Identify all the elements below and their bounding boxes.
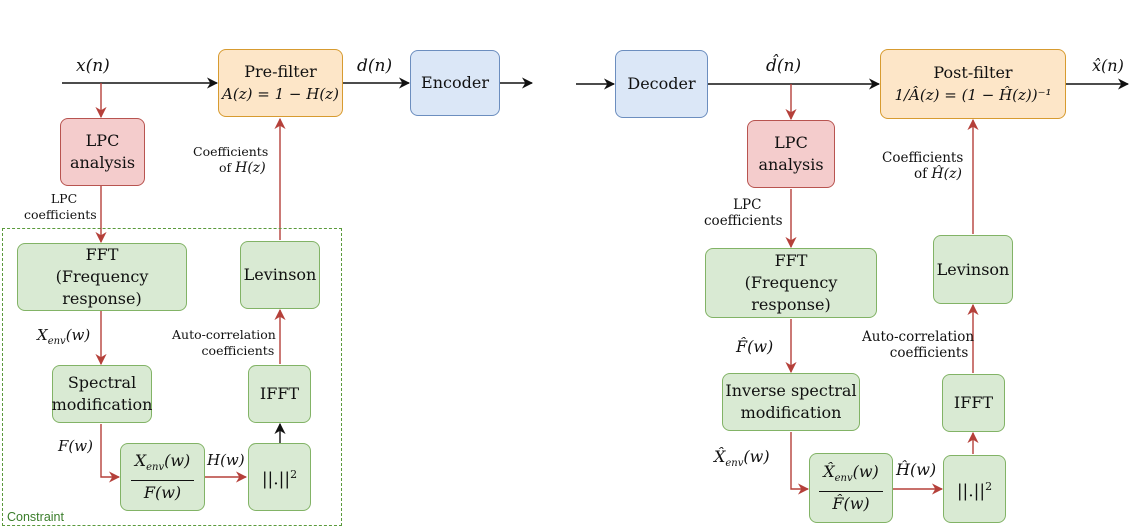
ratio-fraction-right: X̂env(w) F̂(w) bbox=[819, 462, 883, 514]
ifft-block: IFFT bbox=[248, 365, 311, 423]
hw-label: H(w) bbox=[207, 451, 245, 469]
lpc-analysis-line2: analysis bbox=[69, 153, 136, 172]
postfilter-title: Post-filter bbox=[933, 63, 1013, 82]
levinson-right-title: Levinson bbox=[936, 259, 1010, 279]
lpc-analysis-line1: LPC bbox=[85, 131, 120, 150]
arrow-spectral-to-ratio bbox=[100, 424, 121, 483]
lpc-analysis-block-right: LPC analysis bbox=[747, 120, 835, 188]
encoded-signal-label: d(n) bbox=[357, 56, 393, 76]
ratio-fraction: Xenv(w) F(w) bbox=[130, 451, 195, 503]
xenvhat-label: X̂env(w) bbox=[714, 447, 770, 470]
ratio-right-numerator: X̂env(w) bbox=[819, 462, 883, 493]
output-signal-label: x̂(n) bbox=[1092, 56, 1124, 75]
fft-block-right: FFT (Frequency response) bbox=[705, 248, 877, 318]
ratio-right-denominator: F̂(w) bbox=[832, 494, 870, 514]
arrow-inverse-to-ratio bbox=[790, 432, 810, 495]
postfilter-equation: 1/Â(z) = (1 − Ĥ(z))⁻¹ bbox=[894, 86, 1052, 104]
coefficients-of-h-label: Coefficients of H(z) bbox=[193, 144, 269, 176]
levinson-title: Levinson bbox=[243, 265, 317, 284]
ratio-block-right: X̂env(w) F̂(w) bbox=[809, 453, 893, 523]
norm-squared-right-text: ||.||2 bbox=[956, 479, 993, 502]
inverse-line2: modification bbox=[740, 403, 842, 422]
spectral-line1: Spectral bbox=[67, 373, 137, 392]
ratio-numerator: Xenv(w) bbox=[130, 451, 195, 482]
ratio-block: Xenv(w) F(w) bbox=[120, 443, 205, 511]
lpc-coefficients-label-right: LPC coefficients bbox=[704, 197, 783, 229]
decoder-block: Decoder bbox=[615, 50, 708, 118]
ifft-title: IFFT bbox=[259, 384, 300, 403]
fhat-label: F̂(w) bbox=[736, 337, 774, 356]
spectral-line2: modification bbox=[51, 395, 153, 414]
norm-squared-block-right: ||.||2 bbox=[943, 455, 1006, 523]
constraint-label: Constraint bbox=[7, 510, 64, 524]
prefilter-equation: A(z) = 1 − H(z) bbox=[222, 85, 339, 103]
xenv-label: Xenv(w) bbox=[37, 326, 91, 347]
fft-right-line2: (Frequency response) bbox=[744, 273, 838, 314]
norm-squared-block: ||.||2 bbox=[248, 443, 311, 511]
fft-line2: (Frequency response) bbox=[55, 267, 149, 308]
autocorrelation-label-right: Auto-correlation coefficients bbox=[862, 329, 975, 361]
fft-right-line1: FFT bbox=[774, 251, 808, 270]
levinson-block-right: Levinson bbox=[933, 235, 1013, 304]
levinson-block: Levinson bbox=[240, 241, 320, 309]
lpc-coefficients-label: LPC coefficients bbox=[24, 191, 97, 222]
postfilter-block: Post-filter 1/Â(z) = (1 − Ĥ(z))⁻¹ bbox=[880, 49, 1066, 119]
prefilter-title: Pre-filter bbox=[244, 62, 317, 81]
spectral-modification-block: Spectral modification bbox=[52, 365, 152, 423]
fft-block: FFT (Frequency response) bbox=[17, 243, 187, 311]
ifft-right-title: IFFT bbox=[953, 393, 994, 412]
lpc-analysis-right-line1: LPC bbox=[774, 133, 808, 152]
decoded-signal-label: d̂(n) bbox=[766, 56, 802, 76]
inverse-line1: Inverse spectral bbox=[725, 381, 857, 400]
decoder-title: Decoder bbox=[627, 74, 696, 93]
lpc-analysis-right-line2: analysis bbox=[758, 155, 824, 174]
input-signal-label: x(n) bbox=[76, 56, 110, 76]
inverse-spectral-block: Inverse spectral modification bbox=[722, 373, 860, 431]
ifft-block-right: IFFT bbox=[942, 374, 1005, 432]
encoder-block: Encoder bbox=[410, 50, 500, 116]
norm-squared-text: ||.||2 bbox=[261, 467, 298, 490]
fw-label: F(w) bbox=[58, 437, 93, 455]
autocorrelation-label: Auto-correlation coefficients bbox=[172, 327, 276, 358]
encoder-title: Encoder bbox=[421, 73, 489, 92]
lpc-analysis-block: LPC analysis bbox=[60, 118, 145, 186]
prefilter-block: Pre-filter A(z) = 1 − H(z) bbox=[218, 49, 343, 117]
hhat-label: Ĥ(w) bbox=[896, 460, 937, 479]
ratio-denominator: F(w) bbox=[143, 483, 182, 503]
fft-line1: FFT bbox=[85, 245, 119, 264]
coefficients-of-hhat-label: Coefficients of Ĥ(z) bbox=[882, 150, 964, 182]
constraint-region bbox=[2, 228, 342, 526]
